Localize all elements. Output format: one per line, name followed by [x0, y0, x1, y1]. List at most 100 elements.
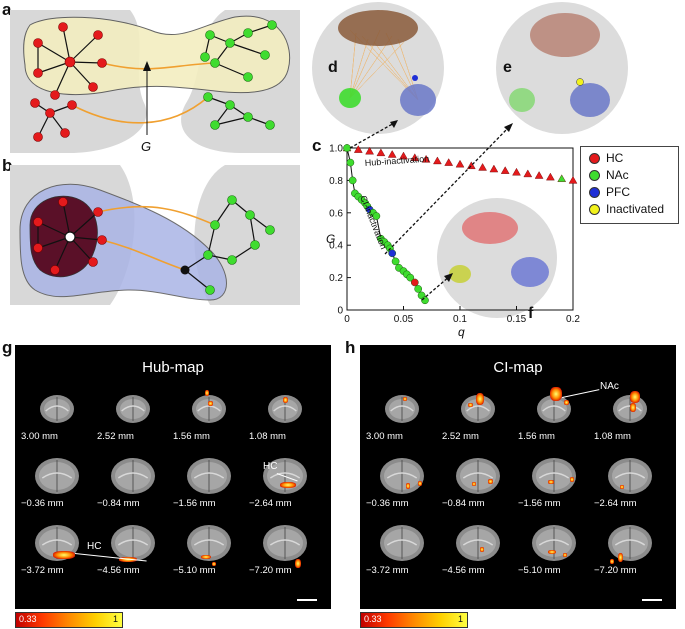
hub-point	[478, 163, 487, 171]
activation-spot	[548, 550, 556, 554]
slice-depth-label: −1.56 mm	[173, 498, 216, 509]
network-diagram-b	[10, 165, 300, 305]
brain-slice	[261, 389, 303, 425]
slice-depth-label: 2.52 mm	[442, 431, 479, 442]
network-circles-de: d e	[312, 2, 628, 134]
slice-depth-label: −2.64 mm	[249, 498, 292, 509]
x-tick-label: 0	[344, 314, 350, 325]
brain-slice	[33, 456, 79, 494]
hub-point	[433, 156, 442, 165]
x-tick-label: 0.1	[453, 314, 467, 325]
network-label-g: G	[141, 139, 151, 154]
brain-slice	[185, 456, 231, 494]
activation-spot	[283, 397, 288, 403]
activation-spot	[280, 482, 296, 488]
hub-map-title: Hub-map	[142, 359, 204, 376]
panel-label-a: a	[2, 0, 12, 19]
brain-slice	[606, 523, 652, 561]
hub-point	[455, 159, 465, 168]
activation-spot	[610, 559, 614, 564]
y-tick-label: 0.6	[329, 208, 343, 219]
brain-slice	[109, 389, 151, 425]
panel-label-g: g	[2, 338, 13, 357]
ci-point	[348, 176, 357, 185]
slice-depth-label: −5.10 mm	[173, 565, 216, 576]
panel-label-f: f	[528, 305, 534, 322]
region-callout: NAc	[600, 381, 619, 392]
activation-spot	[548, 480, 554, 484]
panel-label-b: b	[2, 156, 13, 175]
slice-depth-label: 1.08 mm	[249, 431, 286, 442]
activation-spot	[488, 479, 493, 484]
ci-point	[406, 273, 415, 282]
slice-depth-label: −5.10 mm	[518, 565, 561, 576]
slice-depth-label: −3.72 mm	[21, 565, 64, 576]
activation-spot	[208, 401, 213, 406]
slice-depth-label: −0.36 mm	[366, 498, 409, 509]
brain-slice	[378, 456, 424, 494]
slice-depth-label: −0.36 mm	[21, 498, 64, 509]
slice-depth-label: −3.72 mm	[366, 565, 409, 576]
activation-spot	[201, 555, 211, 559]
activation-spot	[476, 393, 484, 405]
hub-point	[410, 153, 420, 161]
activation-spot	[295, 559, 301, 568]
nac-dot-icon	[589, 170, 600, 182]
region-callout: HC	[263, 461, 278, 472]
activation-spot	[563, 553, 567, 557]
brain-slice	[33, 389, 75, 425]
brain-slice	[454, 523, 500, 561]
y-tick-label: 0.4	[329, 241, 343, 252]
hub-point	[387, 150, 397, 158]
hub-map-panel: Hub-map 3.00 mm 2.52 mm 1.56 mm	[15, 345, 331, 609]
y-tick-label: 0.2	[329, 273, 343, 284]
activation-spot	[550, 387, 562, 401]
hc-dot-icon	[589, 153, 600, 165]
region-callout: HC	[87, 541, 102, 552]
brain-slice	[261, 523, 307, 561]
hub-point	[534, 171, 544, 179]
activation-spot	[620, 485, 624, 489]
brain-slice	[109, 523, 155, 561]
hub-point	[568, 175, 578, 184]
panel-label-c: c	[312, 136, 322, 155]
activation-spot	[418, 481, 422, 486]
x-tick-label: 0.15	[507, 314, 527, 325]
slice-depth-label: −4.56 mm	[442, 565, 485, 576]
activation-spot	[630, 403, 636, 412]
brain-slice	[185, 389, 227, 425]
slice-depth-label: 1.56 mm	[518, 431, 555, 442]
ci-point	[388, 249, 397, 258]
hub-inactivation-annotation: Hub-inactivation	[364, 154, 429, 168]
hub-point	[512, 167, 521, 176]
slice-depth-label: −7.20 mm	[594, 565, 637, 576]
hub-point	[444, 158, 454, 166]
slice-depth-label: 2.52 mm	[97, 431, 134, 442]
legend-item-hc: HC	[589, 151, 623, 165]
ci-point	[410, 278, 419, 287]
activation-spot	[212, 562, 216, 566]
slice-depth-label: 1.08 mm	[594, 431, 631, 442]
activation-spot	[53, 551, 75, 559]
ci-point	[414, 285, 423, 293]
x-tick-label: 0.2	[566, 314, 580, 325]
y-tick-label: 0.8	[329, 176, 343, 187]
scale-bar	[297, 599, 317, 601]
y-axis-label: G	[326, 232, 335, 246]
activation-spot	[630, 391, 640, 403]
slice-depth-label: −0.84 mm	[442, 498, 485, 509]
hub-point	[489, 164, 499, 173]
legend-item-inactivated: Inactivated	[589, 202, 664, 216]
activation-spot	[618, 553, 623, 562]
ci-point	[346, 158, 355, 167]
ci-map-panel: CI-map 3.00 mm 2.52 mm 1.56 mm	[360, 345, 676, 609]
brain-slice	[185, 523, 231, 561]
brain-slice	[378, 523, 424, 561]
slice-depth-label: −2.64 mm	[594, 498, 637, 509]
slice-depth-label: −0.84 mm	[97, 498, 140, 509]
x-tick-label: 0.05	[394, 314, 414, 325]
panel-label-e: e	[503, 59, 512, 76]
callout-arrows	[349, 120, 513, 301]
slice-depth-label: −1.56 mm	[518, 498, 561, 509]
